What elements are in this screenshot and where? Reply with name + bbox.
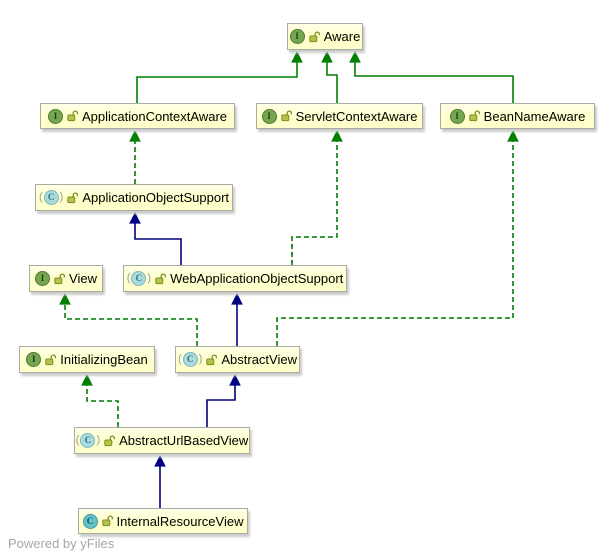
interface-icon: I: [449, 108, 465, 124]
unlocked-padlock-icon: [308, 30, 320, 43]
node-label: WebApplicationObjectSupport: [170, 271, 344, 286]
abstract-class-icon: C: [76, 433, 100, 448]
node-abstract-view[interactable]: C AbstractView: [175, 346, 300, 373]
unlocked-padlock-icon: [468, 110, 480, 122]
node-view[interactable]: I View: [29, 265, 103, 292]
edge-ServletContextAware-to-Aware: [321, 51, 338, 103]
node-application-object-support[interactable]: C ApplicationObjectSupport: [35, 184, 233, 211]
node-label: Aware: [323, 29, 361, 44]
interface-letter: I: [26, 352, 42, 367]
edge-AbstractUrlBasedView-to-AbstractView: [206, 374, 241, 427]
interface-icon: I: [289, 29, 305, 44]
class-letter: C: [131, 271, 147, 286]
abstract-class-icon: C: [127, 271, 151, 286]
node-application-context-aware[interactable]: I ApplicationContextAware: [40, 103, 235, 129]
edge-WebApplicationObjectSupport-to-ApplicationObjectSupport: [129, 212, 182, 265]
interface-icon: I: [35, 271, 51, 286]
node-label: AbstractUrlBasedView: [119, 433, 249, 448]
edge-WebApplicationObjectSupport-to-ServletContextAware: [291, 130, 343, 265]
node-label: View: [69, 271, 97, 286]
node-label: AbstractView: [221, 352, 297, 367]
node-servlet-context-aware[interactable]: I ServletContextAware: [256, 103, 423, 129]
node-label: ApplicationContextAware: [81, 108, 227, 124]
node-internal-resource-view[interactable]: C InternalResourceView: [78, 508, 248, 534]
node-bean-name-aware[interactable]: I BeanNameAware: [440, 103, 595, 129]
interface-icon: I: [47, 108, 63, 124]
interface-letter: I: [261, 108, 277, 124]
edge-AbstractUrlBasedView-to-InitializingBean: [81, 374, 119, 427]
interface-icon: I: [26, 352, 42, 367]
node-abstract-url-based-view[interactable]: C AbstractUrlBasedView: [74, 427, 250, 454]
edge-AbstractView-to-View: [59, 293, 198, 346]
node-aware[interactable]: I Aware: [287, 23, 363, 50]
class-letter: C: [80, 433, 96, 448]
unlocked-padlock-icon: [155, 272, 167, 285]
unlocked-padlock-icon: [45, 353, 57, 366]
class-letter: C: [43, 190, 59, 205]
unlocked-padlock-icon: [101, 515, 113, 527]
node-label: ServletContextAware: [295, 108, 418, 124]
unlocked-padlock-icon: [67, 110, 78, 122]
node-web-application-object-support[interactable]: C WebApplicationObjectSupport: [123, 265, 347, 292]
unlocked-padlock-icon: [280, 110, 292, 122]
node-label: ApplicationObjectSupport: [82, 190, 230, 205]
interface-letter: I: [289, 29, 305, 44]
powered-by-yfiles-label: Powered by yFiles: [8, 536, 115, 551]
class-letter: C: [182, 352, 198, 367]
node-label: InternalResourceView: [116, 513, 244, 529]
class-icon: C: [82, 513, 98, 529]
interface-letter: I: [35, 271, 51, 286]
node-label: BeanNameAware: [483, 108, 586, 124]
unlocked-padlock-icon: [104, 434, 116, 447]
edge-AbstractView-to-BeanNameAware: [276, 130, 519, 346]
abstract-class-icon: C: [39, 190, 63, 205]
unlocked-padlock-icon: [67, 191, 79, 204]
node-label: InitializingBean: [60, 352, 148, 367]
edge-BeanNameAware-to-Aware: [349, 51, 514, 103]
unlocked-padlock-icon: [206, 353, 218, 366]
interface-letter: I: [47, 108, 63, 124]
unlocked-padlock-icon: [54, 272, 66, 285]
edge-ApplicationContextAware-to-Aware: [136, 51, 303, 103]
node-initializing-bean[interactable]: I InitializingBean: [19, 346, 155, 373]
abstract-class-icon: C: [178, 352, 202, 367]
interface-icon: I: [261, 108, 277, 124]
class-letter: C: [82, 513, 98, 529]
interface-letter: I: [449, 108, 465, 124]
